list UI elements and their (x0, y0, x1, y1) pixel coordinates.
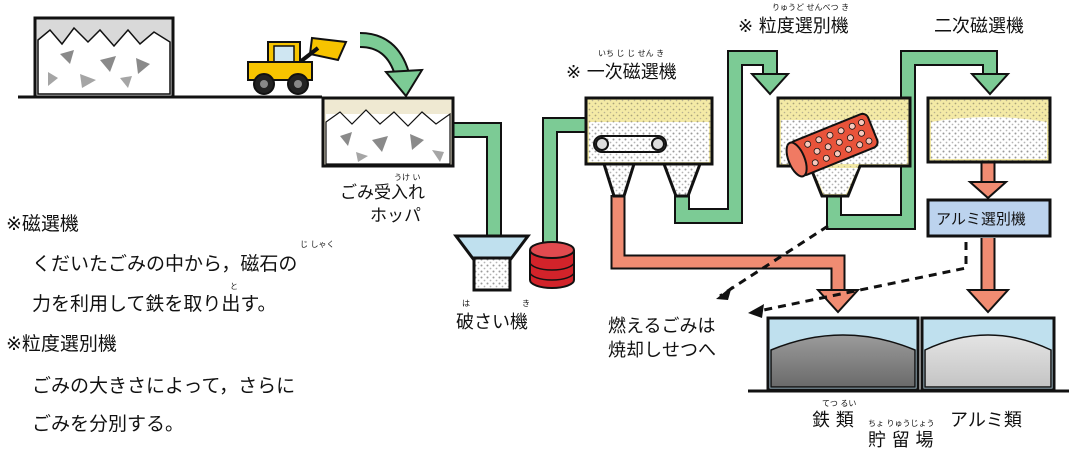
crusher-label-text: 破さい機 (456, 312, 528, 333)
aluminum-label: アルミ類 (950, 410, 1022, 431)
hopper-label-line-2: ホッパ (370, 206, 421, 226)
magnetic-separator-note-line-1: くだいたごみの中から，磁石の (32, 253, 298, 275)
conveyor-arrows (749, 73, 1011, 96)
burnable-waste-arrows (716, 224, 968, 318)
hopper-ruby: うけ い (394, 173, 421, 182)
conveyor-pipes (452, 50, 998, 245)
hopper-label: うけ い ごみ受入れ ホッパ (340, 173, 425, 226)
burnable-line-2: 焼却しせつへ (608, 340, 716, 361)
aluminum-sorter-text: アルミ選別機 (936, 210, 1026, 228)
storage-labels: てつ るい 鉄 類 ちょ りゅうじょう 貯 留 場 アルミ類 (812, 399, 1022, 451)
storage-ruby: ちょ りゅうじょう (868, 419, 935, 428)
crusher-drum-icon (529, 241, 575, 289)
size-sorter-ruby: りゅうど せんべつ き (772, 3, 849, 12)
secondary-separator-text: 二次磁選機 (934, 16, 1024, 37)
size-sorter-note-line-1: ごみの大きさによって，さらに (32, 375, 296, 397)
magnetic-note-ruby-2: と (230, 282, 238, 291)
size-sorter-note-title: ※粒度選別機 (6, 333, 117, 355)
aluminum-storage-bin (920, 316, 1056, 392)
magnetic-separator-note-title: ※磁選機 (6, 213, 79, 235)
crusher-ruby-ha: は (462, 299, 470, 308)
burnable-label: 燃えるごみは 焼却しせつへ (608, 316, 716, 361)
storage-label: 貯 留 場 (868, 430, 933, 451)
size-sorter-label: りゅうど せんべつ き ※ 粒度選別機 (738, 3, 849, 37)
primary-separator-label: いち じ じ せん き ※ 一次磁選機 (566, 49, 677, 83)
magnetic-note-ruby-1: じ しゃく (300, 240, 335, 249)
secondary-magnetic-separator (926, 96, 1052, 164)
primary-separator-text: ※ 一次磁選機 (566, 62, 677, 83)
aluminum-sorter (926, 198, 1052, 238)
burnable-line-1: 燃えるごみは (608, 316, 715, 337)
hopper-label-line-1: ごみ受入れ (340, 183, 425, 203)
size-sorter-note-line-2: ごみを分別する。 (32, 413, 185, 435)
curved-arrow-icon (359, 32, 424, 98)
primary-separator-ruby: いち じ じ せん き (598, 49, 664, 58)
magnetic-separator-note-line-2: 力を利用して鉄を取り出す。 (32, 293, 277, 315)
wheel-loader-icon (247, 36, 348, 95)
receiving-hopper (321, 96, 455, 168)
size-sorter-text: ※ 粒度選別機 (738, 16, 849, 37)
crusher-label: は き 破さい機 (456, 299, 530, 333)
iron-label: 鉄 類 (812, 410, 854, 431)
trommel-screen-icon (785, 112, 879, 178)
conveyor-roller-icon (593, 135, 667, 153)
iron-ruby: てつ るい (822, 399, 856, 408)
storage-pit (18, 16, 180, 99)
crusher-ruby-ki: き (522, 299, 530, 308)
residue-flow-pipes (610, 162, 1011, 314)
crusher (453, 234, 531, 292)
iron-storage-bin (766, 316, 920, 392)
